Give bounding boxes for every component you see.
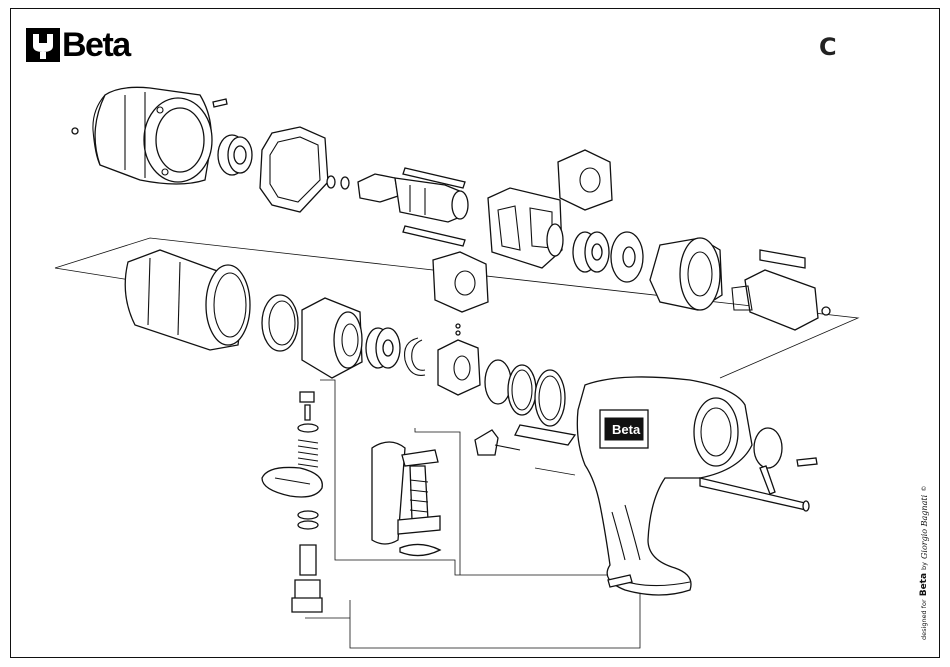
- snap-ring: [405, 338, 425, 375]
- valve-stack: [262, 392, 322, 612]
- tie-bolt: [700, 478, 809, 511]
- retaining-ring-large: [262, 295, 298, 351]
- front-bushing: [218, 135, 252, 175]
- housing-badge: Beta: [612, 422, 641, 437]
- front-gasket: [260, 127, 328, 212]
- rear-screw: [797, 458, 817, 466]
- rear-washer: [611, 232, 643, 282]
- o-rings-small-top: [327, 176, 349, 189]
- hammer-block-upper: [558, 150, 612, 210]
- rear-bearing: [573, 232, 609, 272]
- rear-cover-dial: [754, 428, 782, 494]
- ball-bearing: [366, 328, 400, 368]
- hammer-block-lower: [433, 252, 488, 312]
- trigger: [475, 430, 520, 455]
- rotor-blades: [760, 250, 805, 268]
- rotor: [732, 270, 830, 330]
- front-housing: [93, 87, 212, 184]
- cylinder: [650, 238, 722, 310]
- clutch-housing: [125, 250, 250, 350]
- hammer-cage: [488, 188, 563, 268]
- valve-plate: [515, 425, 575, 445]
- regulator-spring: [398, 450, 440, 556]
- clutch-assembly: [302, 298, 362, 378]
- reverse-valve-bushing: [438, 324, 480, 395]
- seal-rings: [485, 360, 565, 426]
- housing-badge-label: Beta: [612, 422, 641, 437]
